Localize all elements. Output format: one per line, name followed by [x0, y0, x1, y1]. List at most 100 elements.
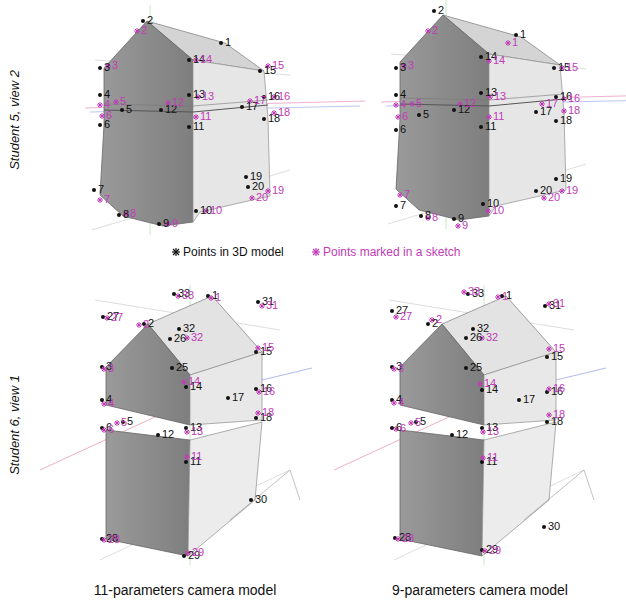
point-number: 2 [438, 5, 444, 16]
model-point [394, 66, 398, 70]
point-number: 10 [492, 205, 504, 216]
point-number: 5 [416, 98, 422, 109]
point-number: 1 [215, 292, 221, 303]
model-point [170, 366, 174, 370]
point-number: 5 [127, 416, 133, 427]
point-number: 31 [553, 298, 565, 309]
point-number: 3 [400, 62, 406, 73]
sketch-point [393, 102, 399, 108]
point-number: 33 [468, 286, 480, 297]
point-number: 5 [126, 104, 132, 115]
model-point [394, 93, 398, 97]
point-number: 16 [263, 386, 275, 397]
model-point [554, 177, 558, 181]
model-point [194, 209, 198, 213]
model-point [480, 388, 484, 392]
point-number: 11 [487, 452, 498, 463]
point-number: 17 [232, 392, 244, 403]
point-number: 6 [402, 111, 408, 122]
point-number: 7 [98, 184, 104, 195]
point-number: 2 [143, 319, 149, 330]
point-number: 4 [104, 99, 110, 110]
model-point [471, 327, 475, 331]
point-number: 14 [493, 55, 505, 66]
point-number: 17 [546, 98, 558, 109]
sketch-point [113, 99, 119, 105]
point-number: 11 [191, 451, 202, 462]
point-number: 29 [489, 545, 501, 556]
model-point [543, 304, 547, 308]
point-number: 7 [404, 189, 410, 200]
point-number: 12 [456, 429, 468, 440]
point-number: 16 [568, 93, 580, 104]
model-point [98, 66, 102, 70]
point-number: 2 [432, 25, 438, 36]
model-point [390, 309, 394, 313]
model-point [542, 525, 546, 529]
model-point [394, 204, 398, 208]
point-number: 32 [191, 332, 203, 343]
model-point [219, 41, 223, 45]
point-number: 9 [172, 218, 178, 229]
point-number: 12 [464, 98, 476, 109]
model-point [246, 185, 250, 189]
point-number: 16 [553, 383, 565, 394]
sketch-point [397, 192, 403, 198]
point-number: 2 [436, 314, 442, 325]
sketch-point [409, 101, 415, 107]
model-point [481, 202, 485, 206]
point-number: 11 [200, 111, 211, 122]
sketch-point [395, 114, 401, 120]
point-number: 5 [423, 109, 429, 120]
point-number: 3 [398, 363, 404, 374]
point-number: 30 [255, 494, 267, 505]
point-number: 5 [120, 96, 126, 107]
point-number: 18 [568, 105, 580, 116]
point-number: 7 [104, 194, 110, 205]
point-number: 16 [278, 91, 290, 102]
model-point [120, 108, 124, 112]
point-number: 6 [108, 424, 114, 435]
model-point [249, 498, 253, 502]
point-number: 19 [566, 185, 578, 196]
point-number: 3 [104, 62, 110, 73]
sketch-point [97, 102, 103, 108]
model-point [534, 110, 538, 114]
point-number: 11 [193, 121, 204, 132]
point-number: 4 [398, 397, 404, 408]
point-number: 8 [432, 212, 438, 223]
point-number: 28 [108, 534, 120, 545]
model-point [479, 55, 483, 59]
point-number: 28 [402, 533, 414, 544]
house-model [40, 285, 312, 565]
point-number: 2 [141, 25, 147, 36]
point-number: 18 [278, 107, 290, 118]
sketch-point [480, 429, 486, 435]
model-point [172, 292, 176, 296]
point-number: 13 [487, 426, 499, 437]
sketch-point [425, 28, 431, 34]
model-point [177, 327, 181, 331]
model-point [184, 385, 188, 389]
model-point [98, 123, 102, 127]
point-number: 1 [225, 37, 231, 48]
model-point [517, 398, 521, 402]
model-point [258, 69, 262, 73]
point-number: 2 [147, 15, 153, 26]
sketch-point [181, 379, 187, 385]
point-number: 14 [484, 378, 496, 389]
point-number: 13 [191, 426, 203, 437]
model-point [262, 117, 266, 121]
sketch-point [249, 195, 255, 201]
legend-text: Points in 3D model [183, 246, 284, 258]
model-point [534, 189, 538, 193]
point-number: 13 [202, 91, 214, 102]
model-point [100, 398, 104, 402]
sketch-point [114, 420, 120, 426]
point-number: 3 [408, 60, 414, 71]
point-number: 13 [494, 91, 506, 102]
model-point [545, 420, 549, 424]
point-number: 14 [200, 54, 212, 65]
